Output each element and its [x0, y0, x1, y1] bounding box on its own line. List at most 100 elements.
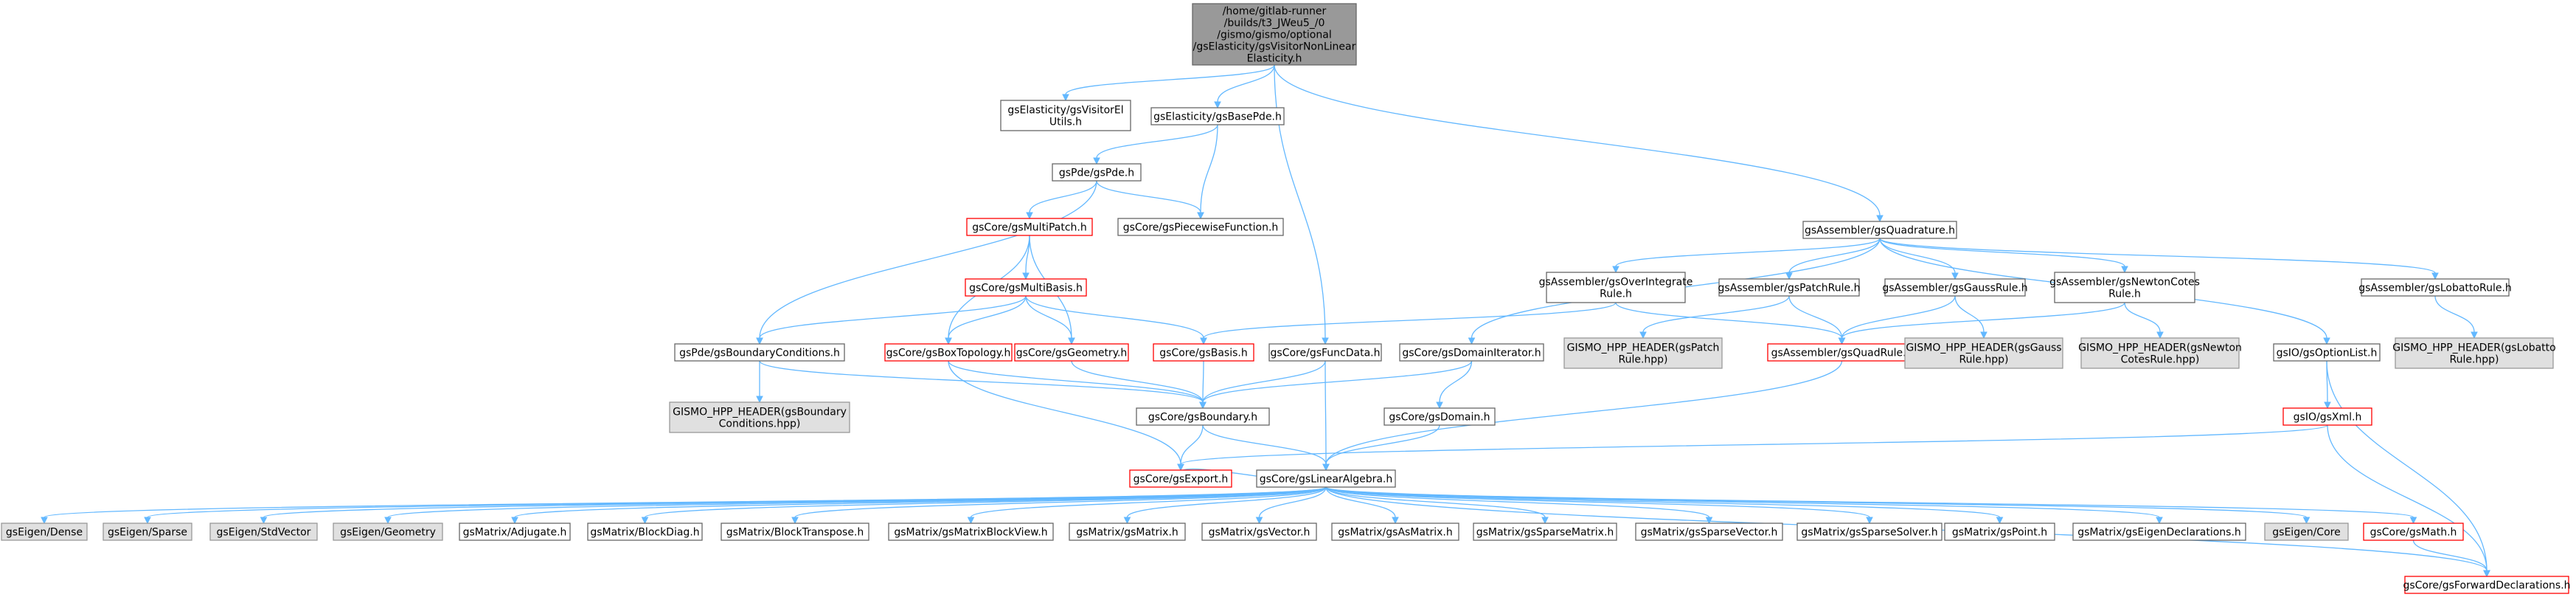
node-label: gsAssembler/gsOverIntegrate [1539, 277, 1693, 289]
node-gsassembler-gslobattorule-h[interactable]: gsAssembler/gsLobattoRule.h [2358, 278, 2512, 297]
edge-quadrature-to-patchrule [1785, 238, 1881, 280]
node-gscore-gsmultipatch-h[interactable]: gsCore/gsMultiPatch.h [966, 218, 1093, 236]
node-label: /home/gitlab-runner [1223, 6, 1327, 18]
node-gsmatrix-adjugate-h[interactable]: gsMatrix/Adjugate.h [459, 523, 571, 541]
edge-newtoncotes-to-quadrule [1838, 302, 2125, 345]
node-label: GISMO_HPP_HEADER(gsGauss [1906, 342, 2061, 354]
edge-arrowhead [1436, 401, 1443, 410]
node-box [1153, 343, 1254, 362]
node-gscore-gsexport-h[interactable]: gsCore/gsExport.h [1129, 469, 1232, 488]
node-gseigen-sparse[interactable]: gsEigen/Sparse [103, 523, 192, 541]
node-gscore-gslinearalgebra-h[interactable]: gsCore/gsLinearAlgebra.h [1256, 469, 1396, 488]
edge-quadrule-to-linalg [1322, 360, 1843, 472]
node-gsmatrix-gssparsesolver-h[interactable]: gsMatrix/gsSparseSolver.h [1796, 523, 1943, 541]
node-gscore-gsdomain-h[interactable]: gsCore/gsDomain.h [1384, 407, 1496, 426]
edge-gaussrule-to-quadrule [1838, 295, 1956, 345]
node-box [1384, 407, 1496, 426]
node-label: gsCore/gsFuncData.h [1271, 348, 1381, 359]
node-gscore-gspiecewisefunction-h[interactable]: gsCore/gsPiecewiseFunction.h [1117, 218, 1284, 236]
node-gsmatrix-gsmatrix-h[interactable]: gsMatrix/gsMatrix.h [1069, 523, 1186, 541]
node-gseigen-core[interactable]: gsEigen/Core [2264, 523, 2349, 541]
node-box [1052, 163, 1142, 182]
node-gseigen-geometry[interactable]: gsEigen/Geometry [333, 523, 443, 541]
node-gismo-hpp-header-gsgaussrule-hpp[interactable]: GISMO_HPP_HEADER(gsGaussRule.hpp) [1904, 337, 2063, 369]
node-gsassembler-gsquadrule-h[interactable]: gsAssembler/gsQuadRule.h [1767, 343, 1917, 362]
node-gscore-gsmath-h[interactable]: gsCore/gsMath.h [2363, 523, 2464, 541]
edge-basepde-to-pde [1093, 124, 1218, 165]
edge-root-to-visitorelutils [1062, 64, 1275, 102]
node-label: gsEigen/Dense [6, 527, 83, 539]
node-gselasticity-gsbasepde-h[interactable]: gsElasticity/gsBasePde.h [1150, 107, 1285, 125]
node-label: gsMatrix/gsVector.h [1209, 527, 1310, 539]
edge-arrowhead [1068, 337, 1075, 345]
node-label: gsMatrix/gsSparseVector.h [1641, 527, 1778, 539]
edge-geometry-to-boundary [1071, 360, 1207, 410]
node-box [1399, 343, 1544, 362]
edge-linalg-to-blockdiag [641, 486, 1327, 525]
node-gseigen-dense[interactable]: gsEigen/Dense [1, 523, 88, 541]
node-gscore-gsbasis-h[interactable]: gsCore/gsBasis.h [1153, 343, 1254, 362]
node-gspde-gspde-h[interactable]: gsPde/gsPde.h [1052, 163, 1142, 182]
node-gsmatrix-gsvector-h[interactable]: gsMatrix/gsVector.h [1201, 523, 1317, 541]
edge-arrowhead [967, 517, 975, 525]
node-gismo-hpp-header-gsboundaryconditions-hpp[interactable]: GISMO_HPP_HEADER(gsBoundaryConditions.hp… [669, 401, 850, 433]
node-home-gitlab-runner-builds-t3-jweu5-0-gismo-gismo-optional-gselasticity-gsvisitornonlinearelasticity-h[interactable]: /home/gitlab-runner/builds/t3_JWeu5_/0/g… [1192, 3, 1357, 66]
node-box [1546, 272, 1686, 303]
edge-arrowhead [1062, 94, 1069, 102]
node-gsmatrix-gspoint-h[interactable]: gsMatrix/gsPoint.h [1944, 523, 2055, 541]
node-label: gsAssembler/gsLobattoRule.h [2358, 283, 2512, 294]
node-gismo-hpp-header-gspatchrule-hpp[interactable]: GISMO_HPP_HEADER(gsPatchRule.hpp) [1563, 337, 1723, 369]
edge-arrowhead [1199, 401, 1207, 410]
edge-arrowhead [1255, 517, 1263, 525]
node-gsmatrix-gsasmatrix-h[interactable]: gsMatrix/gsAsMatrix.h [1331, 523, 1459, 541]
node-box [1000, 100, 1131, 131]
node-box [966, 218, 1093, 236]
node-gsmatrix-gssparsematrix-h[interactable]: gsMatrix/gsSparseMatrix.h [1473, 523, 1617, 541]
edge-linalg-to-matrixblockview [967, 486, 1327, 525]
node-gscore-gsfuncdata-h[interactable]: gsCore/gsFuncData.h [1268, 343, 1382, 362]
node-gscore-gsdomainiterator-h[interactable]: gsCore/gsDomainIterator.h [1399, 343, 1544, 362]
edge-arrowhead [945, 337, 952, 345]
edge-quadrature-to-newtoncotes [1879, 238, 2128, 274]
edge-optionlist-to-fwddecl [2326, 360, 2490, 578]
node-gismo-hpp-header-gslobattorule-hpp[interactable]: GISMO_HPP_HEADER(gsLobattoRule.hpp) [2392, 337, 2556, 369]
node-box [1473, 523, 1617, 541]
node-box [884, 343, 1013, 362]
node-gscore-gsboundary-h[interactable]: gsCore/gsBoundary.h [1136, 407, 1270, 426]
edge-arrowhead [2431, 272, 2439, 280]
edge-multibasis-to-basis [1025, 295, 1207, 345]
node-gscore-gsgeometry-h[interactable]: gsCore/gsGeometry.h [1014, 343, 1129, 362]
node-box [2363, 523, 2464, 541]
node-gscore-gsforwarddeclarations-h[interactable]: gsCore/gsForwardDeclarations.h [2403, 576, 2571, 594]
edge-patchrule-to-patchhpp [1639, 295, 1790, 339]
edge-arrowhead [1541, 517, 1549, 525]
edge-linalg-to-math [1325, 486, 2417, 525]
node-box [1, 523, 88, 541]
node-gsio-gsxml-h[interactable]: gsIO/gsXml.h [2282, 407, 2372, 426]
node-label: gsMatrix/BlockTranspose.h [726, 527, 864, 539]
node-gsio-gsoptionlist-h[interactable]: gsIO/gsOptionList.h [2273, 343, 2381, 362]
node-gsmatrix-gsmatrixblockview-h[interactable]: gsMatrix/gsMatrixBlockView.h [888, 523, 1054, 541]
node-label: gsMatrix/gsAsMatrix.h [1338, 527, 1452, 539]
node-label: gsMatrix/gsMatrix.h [1076, 527, 1178, 539]
node-gsmatrix-blocktranspose-h[interactable]: gsMatrix/BlockTranspose.h [721, 523, 869, 541]
node-gsassembler-gsquadrature-h[interactable]: gsAssembler/gsQuadrature.h [1802, 221, 1957, 239]
edge-arrowhead [1177, 463, 1184, 472]
node-gsmatrix-gseigendeclarations-h[interactable]: gsMatrix/gsEigenDeclarations.h [2072, 523, 2246, 541]
node-gspde-gsboundaryconditions-h[interactable]: gsPde/gsBoundaryConditions.h [674, 343, 845, 362]
node-label: gsCore/gsMath.h [2370, 527, 2457, 539]
node-gsassembler-gsgaussrule-h[interactable]: gsAssembler/gsGaussRule.h [1882, 278, 2028, 297]
node-gsmatrix-blockdiag-h[interactable]: gsMatrix/BlockDiag.h [587, 523, 703, 541]
edge-basepde-to-piecewise [1197, 124, 1218, 220]
edge-linalg-to-blocktranspose [791, 486, 1327, 525]
node-gsassembler-gspatchrule-h[interactable]: gsAssembler/gsPatchRule.h [1718, 278, 1861, 297]
node-label: gsCore/gsGeometry.h [1016, 348, 1128, 359]
node-gscore-gsboxtopology-h[interactable]: gsCore/gsBoxTopology.h [884, 343, 1013, 362]
node-gscore-gsmultibasis-h[interactable]: gsCore/gsMultiBasis.h [965, 278, 1087, 297]
node-gsmatrix-gssparsevector-h[interactable]: gsMatrix/gsSparseVector.h [1635, 523, 1783, 541]
node-gseigen-stdvector[interactable]: gsEigen/StdVector [209, 523, 318, 541]
